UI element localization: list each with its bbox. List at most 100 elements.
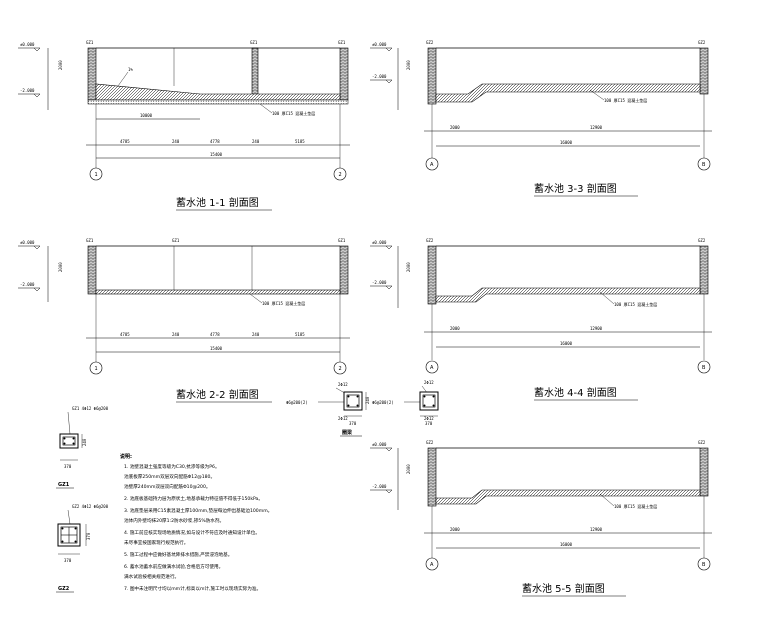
note-line: 池体内外壁均抹20厚1:2防水砂浆,掺5%防水剂。 <box>124 517 224 524</box>
total-dim: 15400 <box>210 152 223 157</box>
floor-slab <box>95 289 341 295</box>
column-gz2: GZ2 4Φ12 Φ6@200 370 370 GZ2 <box>56 504 109 593</box>
axis-bubble-left <box>425 557 439 571</box>
sloped-floor <box>95 83 341 101</box>
seg-dim-3: 4778 <box>210 332 220 337</box>
col-label-2: GZ2 <box>698 440 706 445</box>
wall-right <box>339 47 349 101</box>
axis-right: B <box>702 162 706 168</box>
section-4-4: ±0.000 -2.000 2000 100 厚C15 混凝土垫层 GZ2 GZ… <box>370 238 712 401</box>
axis-bubble-left <box>89 361 103 375</box>
total-dim: 16000 <box>560 542 573 547</box>
note-line: 5. 施工过程中应做好基坑降排水措施,严禁浸泡地基。 <box>124 551 232 558</box>
note-line: 池底板厚250mm双层双向配筋Φ12@180。 <box>124 473 215 480</box>
seg-dim-2: 240 <box>172 332 180 337</box>
slope-label: 1% <box>128 67 133 72</box>
wall-right <box>699 47 709 95</box>
wall-left <box>427 47 437 105</box>
axis-bubble-right <box>333 167 347 181</box>
height-dim: 2000 <box>406 262 411 272</box>
section-title: 蓄水池 4-4 剖面图 <box>534 386 617 399</box>
ring-beam-detail-2: 2Φ12 Φ6@200(2) 2Φ12 370 <box>372 380 439 426</box>
axis-bubble-left <box>425 157 439 171</box>
note-line: 4. 施工前应核实现场地质情况,如与设计不符应及时通知设计单位。 <box>124 529 260 536</box>
col-label-1: GZ2 <box>426 238 434 243</box>
wall-left <box>87 245 97 295</box>
section-title: 蓄水池 3-3 剖面图 <box>534 182 617 195</box>
section-1-1: ±0.000 -2.000 2000 1% 100 厚C15 混凝土垫层 100… <box>18 40 350 211</box>
gz2-label: GZ2 <box>58 586 70 592</box>
level-bottom-label: -2.000 <box>372 484 387 489</box>
beam-label: 圈梁 <box>342 429 353 436</box>
axis-left: A <box>430 365 434 371</box>
span-dim-2: 12900 <box>590 125 603 130</box>
cushion-note: 100 厚C15 混凝土垫层 <box>614 503 657 509</box>
seg-dim-3: 4778 <box>210 139 220 144</box>
level-bottom-label: -2.000 <box>20 282 35 287</box>
section-2-2: ±0.000 -2.000 2000 100 厚C15 混凝土垫层 GZ1 GZ… <box>18 238 350 403</box>
level-top-label: ±0.000 <box>372 442 387 447</box>
level-top-label: ±0.000 <box>372 240 387 245</box>
height-dim: 2000 <box>406 60 411 70</box>
span-dim-1: 2000 <box>450 527 460 532</box>
notes-heading: 说明: <box>120 453 132 460</box>
note-line: 3. 池底垫层采用C15素混凝土厚100mm,垫层每边伸出基础边100mm。 <box>124 507 272 514</box>
axis-left: 1 <box>95 366 98 372</box>
note-line: 1. 池壁混凝土强度等级为C30,抗渗等级为P6。 <box>124 463 220 470</box>
axis-bubble-right <box>697 360 711 374</box>
wall-right <box>339 245 349 295</box>
wall-right <box>699 447 709 497</box>
col-label-2: GZ1 <box>250 40 258 45</box>
seg-dim-1: 4785 <box>120 139 130 144</box>
seg-dim-5: 5185 <box>295 139 305 144</box>
axis-right: B <box>702 562 706 568</box>
cushion-note: 100 厚C15 混凝土垫层 <box>272 110 315 116</box>
seg-dim-1: 4785 <box>120 332 130 337</box>
col-label-2: GZ2 <box>698 238 706 243</box>
beam-width: 370 <box>349 421 357 426</box>
note-line: 满水试验按相关规范进行。 <box>124 573 179 580</box>
wall-left <box>427 245 437 305</box>
span-dim: 10000 <box>140 113 153 118</box>
beam-top-bar: 2Φ12 <box>338 382 348 387</box>
cushion-layer <box>87 99 349 105</box>
total-dim: 16000 <box>560 140 573 145</box>
col-label-1: GZ1 <box>86 238 94 243</box>
axis-bubble-left <box>89 167 103 181</box>
axis-bubble-right <box>697 557 711 571</box>
beam2-bottom-bar: 2Φ12 <box>424 416 434 421</box>
stepped-floor <box>435 489 701 505</box>
beam-height: 240 <box>365 396 370 404</box>
gz2-height: 370 <box>86 532 91 540</box>
beam2-stirrup: Φ6@200(2) <box>372 400 394 405</box>
axis-bubble-right <box>697 157 711 171</box>
section-5-5: ±0.000 -2.000 2000 100 厚C15 混凝土垫层 GZ2 GZ… <box>370 440 712 597</box>
cushion-note: 100 厚C15 混凝土垫层 <box>614 301 657 307</box>
note-line: 池壁厚240mm双层双向配筋Φ10@200。 <box>124 483 210 490</box>
level-top-label: ±0.000 <box>372 42 387 47</box>
column-gz1: GZ1 4Φ12 Φ6@200 240 370 GZ1 <box>56 406 109 489</box>
note-line: 未尽事宜按国家现行规范执行。 <box>124 539 188 546</box>
col-label-1: GZ2 <box>426 40 434 45</box>
ring-beam-detail: 2Φ12 Φ6@200(2) 2Φ12 240 370 圈梁 <box>286 382 370 437</box>
span-dim-2: 12900 <box>590 326 603 331</box>
note-line: 7. 图中未注明尺寸均以mm计,标高以m计,施工时以现场实际为准。 <box>124 585 261 592</box>
span-dim-2: 12900 <box>590 527 603 532</box>
level-top-label: ±0.000 <box>20 240 35 245</box>
axis-left: A <box>430 162 434 168</box>
cushion-note: 100 厚C15 混凝土垫层 <box>604 97 647 103</box>
gz2-spec: GZ2 4Φ12 Φ6@200 <box>72 504 109 509</box>
span-dim-1: 2000 <box>450 326 460 331</box>
section-title: 蓄水池 1-1 剖面图 <box>176 196 259 209</box>
seg-dim-2: 240 <box>172 139 180 144</box>
section-title: 蓄水池 5-5 剖面图 <box>522 582 605 595</box>
height-dim: 2000 <box>58 262 63 272</box>
design-notes: 说明: 1. 池壁混凝土强度等级为C30,抗渗等级为P6。 池底板厚250mm双… <box>120 453 272 592</box>
wall-left <box>87 47 97 101</box>
gz1-width: 370 <box>64 464 72 469</box>
gz1-height: 240 <box>82 438 87 446</box>
height-dim: 2000 <box>58 60 63 70</box>
total-dim: 16000 <box>560 341 573 346</box>
